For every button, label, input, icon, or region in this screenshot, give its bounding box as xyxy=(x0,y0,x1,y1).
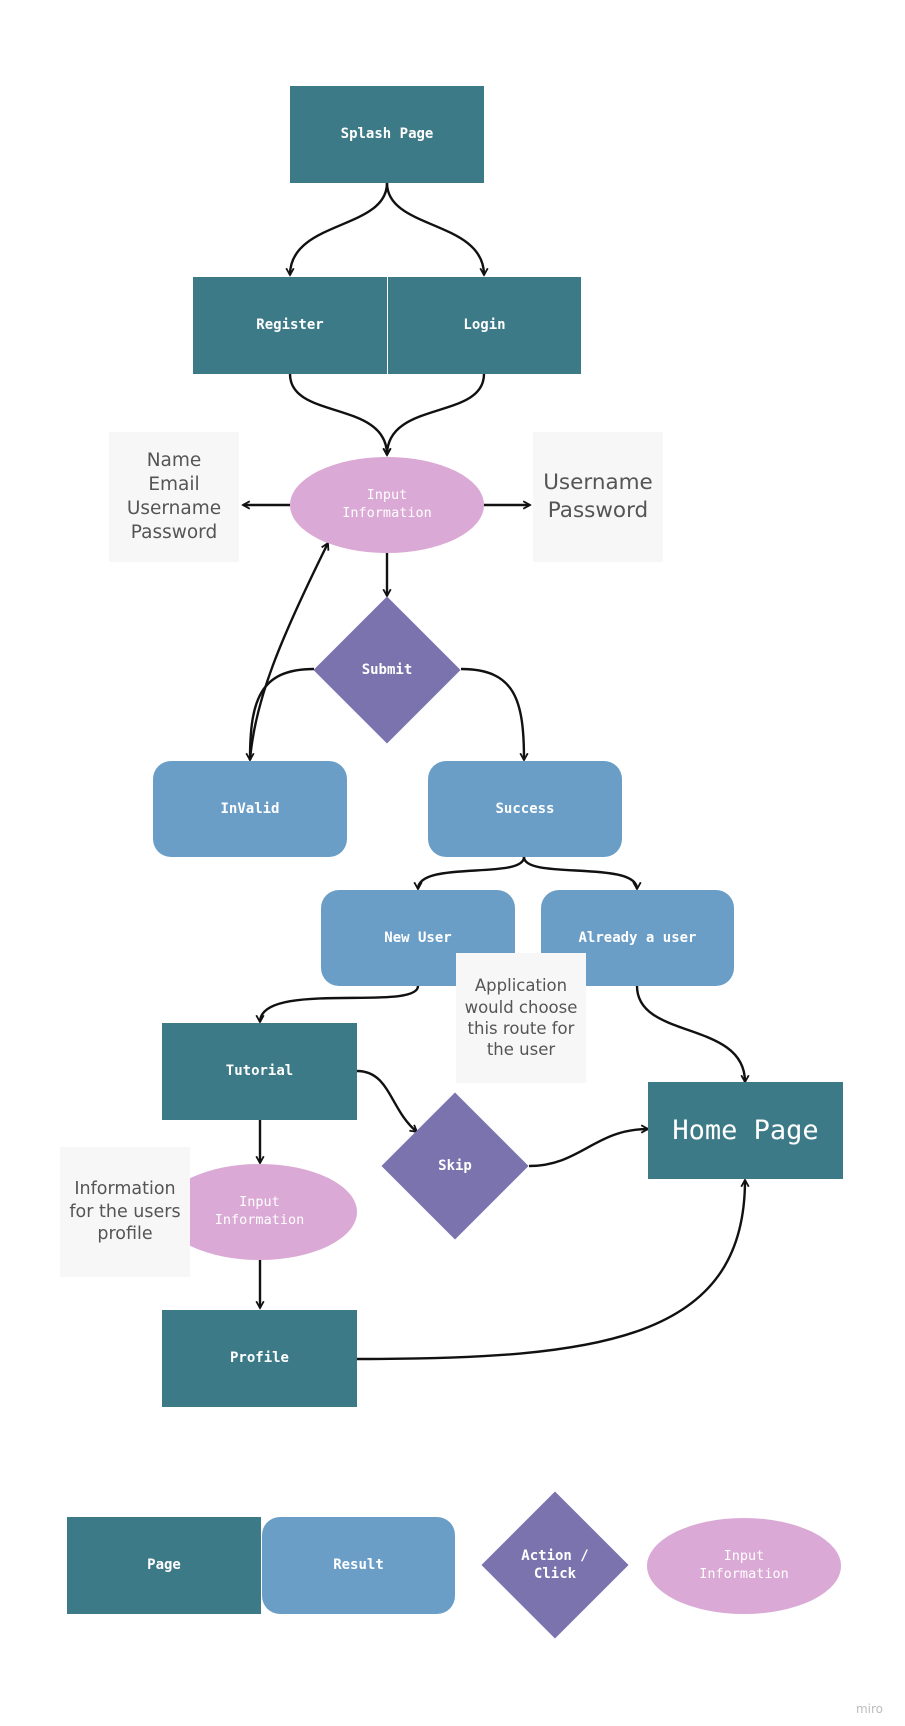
connector-login-input xyxy=(387,373,486,455)
new-user-node[interactable]: New User xyxy=(321,890,515,986)
connector-skip-home xyxy=(528,1129,648,1168)
legend-result: Result xyxy=(262,1517,455,1614)
connector-newuser-tutorial xyxy=(260,985,420,1022)
connector-success-already xyxy=(522,856,637,889)
invalid-node[interactable]: InValid xyxy=(153,761,347,857)
connector-submit-success xyxy=(460,667,524,760)
connector-success-newuser xyxy=(418,856,526,889)
submit-node[interactable]: Submit xyxy=(313,596,461,744)
tutorial-node[interactable]: Tutorial xyxy=(162,1023,357,1120)
submit-label: Submit xyxy=(361,661,413,678)
input-information-profile-node[interactable]: Input Information xyxy=(162,1164,357,1260)
connector-invalid-input xyxy=(248,543,328,761)
skip-node[interactable]: Skip xyxy=(381,1092,529,1240)
connector-already-home xyxy=(635,985,745,1082)
register-fields-note[interactable]: Name Email Username Password xyxy=(109,432,239,562)
connector-splash-register xyxy=(290,182,389,275)
success-node[interactable]: Success xyxy=(428,761,622,857)
connector-submit-invalid xyxy=(250,667,315,760)
splash-page-node[interactable]: Splash Page xyxy=(290,86,484,183)
profile-node[interactable]: Profile xyxy=(162,1310,357,1407)
login-fields-note[interactable]: Username Password xyxy=(533,432,663,562)
home-page-node[interactable]: Home Page xyxy=(648,1082,843,1179)
legend-action: Action / Click xyxy=(481,1491,629,1639)
connector-tutorial-skip xyxy=(356,1069,417,1132)
legend-input: Input Information xyxy=(647,1518,841,1614)
skip-label: Skip xyxy=(438,1157,472,1174)
connector-splash-login xyxy=(385,182,484,275)
input-information-node[interactable]: Input Information xyxy=(290,457,484,553)
register-node[interactable]: Register xyxy=(193,277,387,374)
legend-page: Page xyxy=(67,1517,261,1614)
connector-register-input xyxy=(288,373,387,455)
route-note[interactable]: Application would choose this route for … xyxy=(456,953,586,1083)
login-node[interactable]: Login xyxy=(388,277,581,374)
legend-action-label: Action / Click xyxy=(521,1547,589,1582)
connector-profile-home xyxy=(356,1180,745,1361)
profile-info-note[interactable]: Information for the users profile xyxy=(60,1147,190,1277)
miro-watermark: miro xyxy=(855,1702,883,1716)
